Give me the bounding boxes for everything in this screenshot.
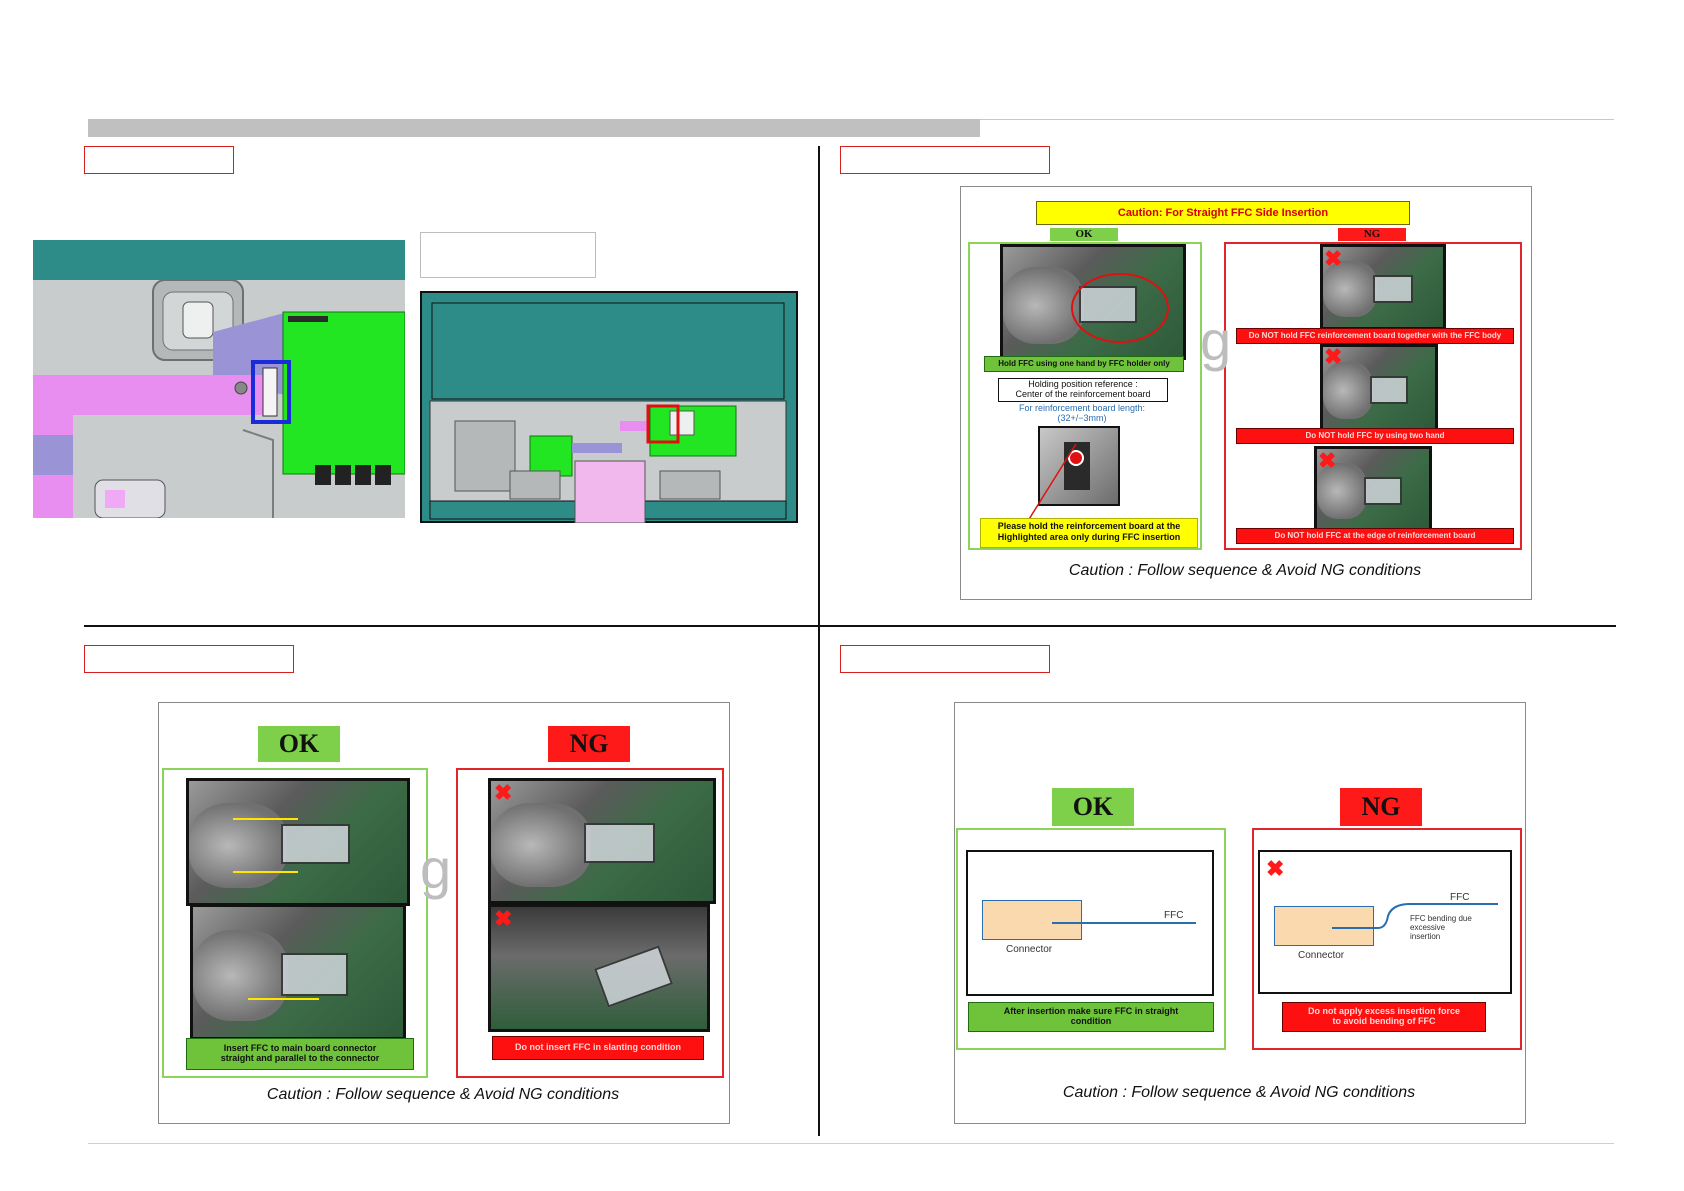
ng-insert-photo-2: [488, 904, 710, 1032]
section-label-bottom-right: [840, 645, 1050, 673]
ng-label: NG: [1338, 228, 1406, 241]
yellow-note-line1: Please hold the reinforcement board at t…: [997, 521, 1181, 531]
ok-insert-photo-1: [186, 778, 410, 906]
callout-box: [420, 232, 596, 278]
ng-photo-3: [1314, 446, 1432, 532]
ok-instruction: Hold FFC using one hand by FFC holder on…: [984, 356, 1184, 372]
ok-instruction: After insertion make sure FFC in straigh…: [968, 1002, 1214, 1032]
ok-label: OK: [1052, 788, 1134, 826]
section-label-bottom-left: [84, 645, 294, 673]
yellow-note-line2: Highlighted area only during FFC inserti…: [997, 532, 1181, 542]
closeup-board-image: [33, 240, 405, 518]
ok-instruction: Insert FFC to main board connector strai…: [186, 1038, 414, 1070]
horizontal-divider: [84, 625, 1616, 627]
ng-x-icon: ✖: [1318, 448, 1337, 473]
ok-example-box: [162, 768, 428, 1078]
bending-note-line1: FFC bending due excessive: [1410, 914, 1472, 932]
ng-instruction-line2: to avoid bending of FFC: [1332, 1016, 1436, 1026]
ng-x-icon: ✖: [1324, 246, 1343, 271]
ng-x-icon: ✖: [494, 906, 513, 931]
ok-instruction-line2: straight and parallel to the connector: [220, 1053, 380, 1063]
caution-title: Caution: For Straight FFC Side Insertion: [1036, 201, 1410, 225]
connector-label: Connector: [1006, 944, 1053, 955]
length-spec-line2: (32+/−3mm): [1057, 413, 1107, 423]
caution-caption: Caution : Follow sequence & Avoid NG con…: [1062, 1084, 1416, 1101]
yellow-note: Please hold the reinforcement board at t…: [980, 518, 1198, 548]
ng-instruction-1: Do NOT hold FFC reinforcement board toge…: [1236, 328, 1514, 344]
footer-rule: [88, 1143, 1614, 1144]
ok-label: OK: [258, 726, 340, 762]
ng-example-box: [1224, 242, 1522, 550]
pointer-arrow: [1025, 443, 1077, 525]
ng-example-box: [1252, 828, 1522, 1050]
holding-reference-line1: Holding position reference :: [1028, 379, 1138, 389]
ng-instruction: Do not insert FFC in slanting condition: [492, 1036, 704, 1060]
bending-note: FFC bending due excessive insertion: [1410, 914, 1506, 941]
ok-example-box: [956, 828, 1226, 1050]
watermark: g: [1200, 309, 1232, 372]
watermark: g: [420, 837, 452, 900]
ok-insert-photo-2: [190, 904, 406, 1040]
ok-instruction-line1: Insert FFC to main board connector: [223, 1043, 377, 1054]
ng-photo-1: [1320, 244, 1446, 330]
tv-rear-overview-image: [420, 291, 798, 524]
ng-insert-photo-1: [488, 778, 716, 904]
ok-instruction-line2: condition: [1070, 1016, 1112, 1026]
vertical-divider: [818, 146, 820, 1136]
length-spec: For reinforcement board length: (32+/−3m…: [998, 403, 1166, 423]
ng-x-icon: ✖: [494, 780, 513, 805]
ng-instruction-line1: Do not apply excess insertion force: [1307, 1006, 1461, 1017]
ok-example-box: [968, 242, 1202, 550]
ok-holder-photo: [1000, 244, 1186, 360]
section-label-top-right: [840, 146, 1050, 174]
bending-note-line2: insertion: [1410, 932, 1441, 941]
ffc-label: FFC: [1164, 910, 1184, 921]
ng-label: NG: [1340, 788, 1422, 826]
reinforcement-board-photo: [1038, 426, 1120, 506]
length-spec-line1: For reinforcement board length:: [1018, 403, 1146, 413]
ng-diagram: ✖ FFC FFC bending due excessive insertio…: [1258, 850, 1512, 994]
ng-label: NG: [548, 726, 630, 762]
ng-instruction-3: Do NOT hold FFC at the edge of reinforce…: [1236, 528, 1514, 544]
ng-instruction-2: Do NOT hold FFC by using two hand: [1236, 428, 1514, 444]
ng-x-icon: ✖: [1324, 344, 1343, 369]
section-label-top-left: [84, 146, 234, 174]
ok-diagram: FFC Connector: [966, 850, 1214, 996]
ng-instruction: Do not apply excess insertion force to a…: [1282, 1002, 1486, 1032]
connector-block: [1274, 906, 1374, 946]
ng-example-box: [456, 768, 724, 1078]
ffc-line: [1052, 922, 1196, 924]
header-rule: [980, 119, 1614, 120]
connector-block: [982, 900, 1082, 940]
ffc-label: FFC: [1450, 892, 1470, 903]
bent-ffc-line: [1332, 903, 1498, 929]
caution-caption: Caution : Follow sequence & Avoid NG con…: [1068, 562, 1422, 579]
holding-reference-line2: Center of the reinforcement board: [1015, 389, 1151, 399]
ok-instruction-line1: After insertion make sure FFC in straigh…: [1003, 1006, 1179, 1017]
ok-label: OK: [1050, 228, 1118, 241]
header-bar: [88, 119, 980, 137]
holding-reference: Holding position reference : Center of t…: [998, 378, 1168, 402]
caution-caption: Caution : Follow sequence & Avoid NG con…: [266, 1086, 620, 1103]
ng-x-icon: ✖: [1266, 856, 1285, 881]
connector-label: Connector: [1298, 950, 1345, 961]
